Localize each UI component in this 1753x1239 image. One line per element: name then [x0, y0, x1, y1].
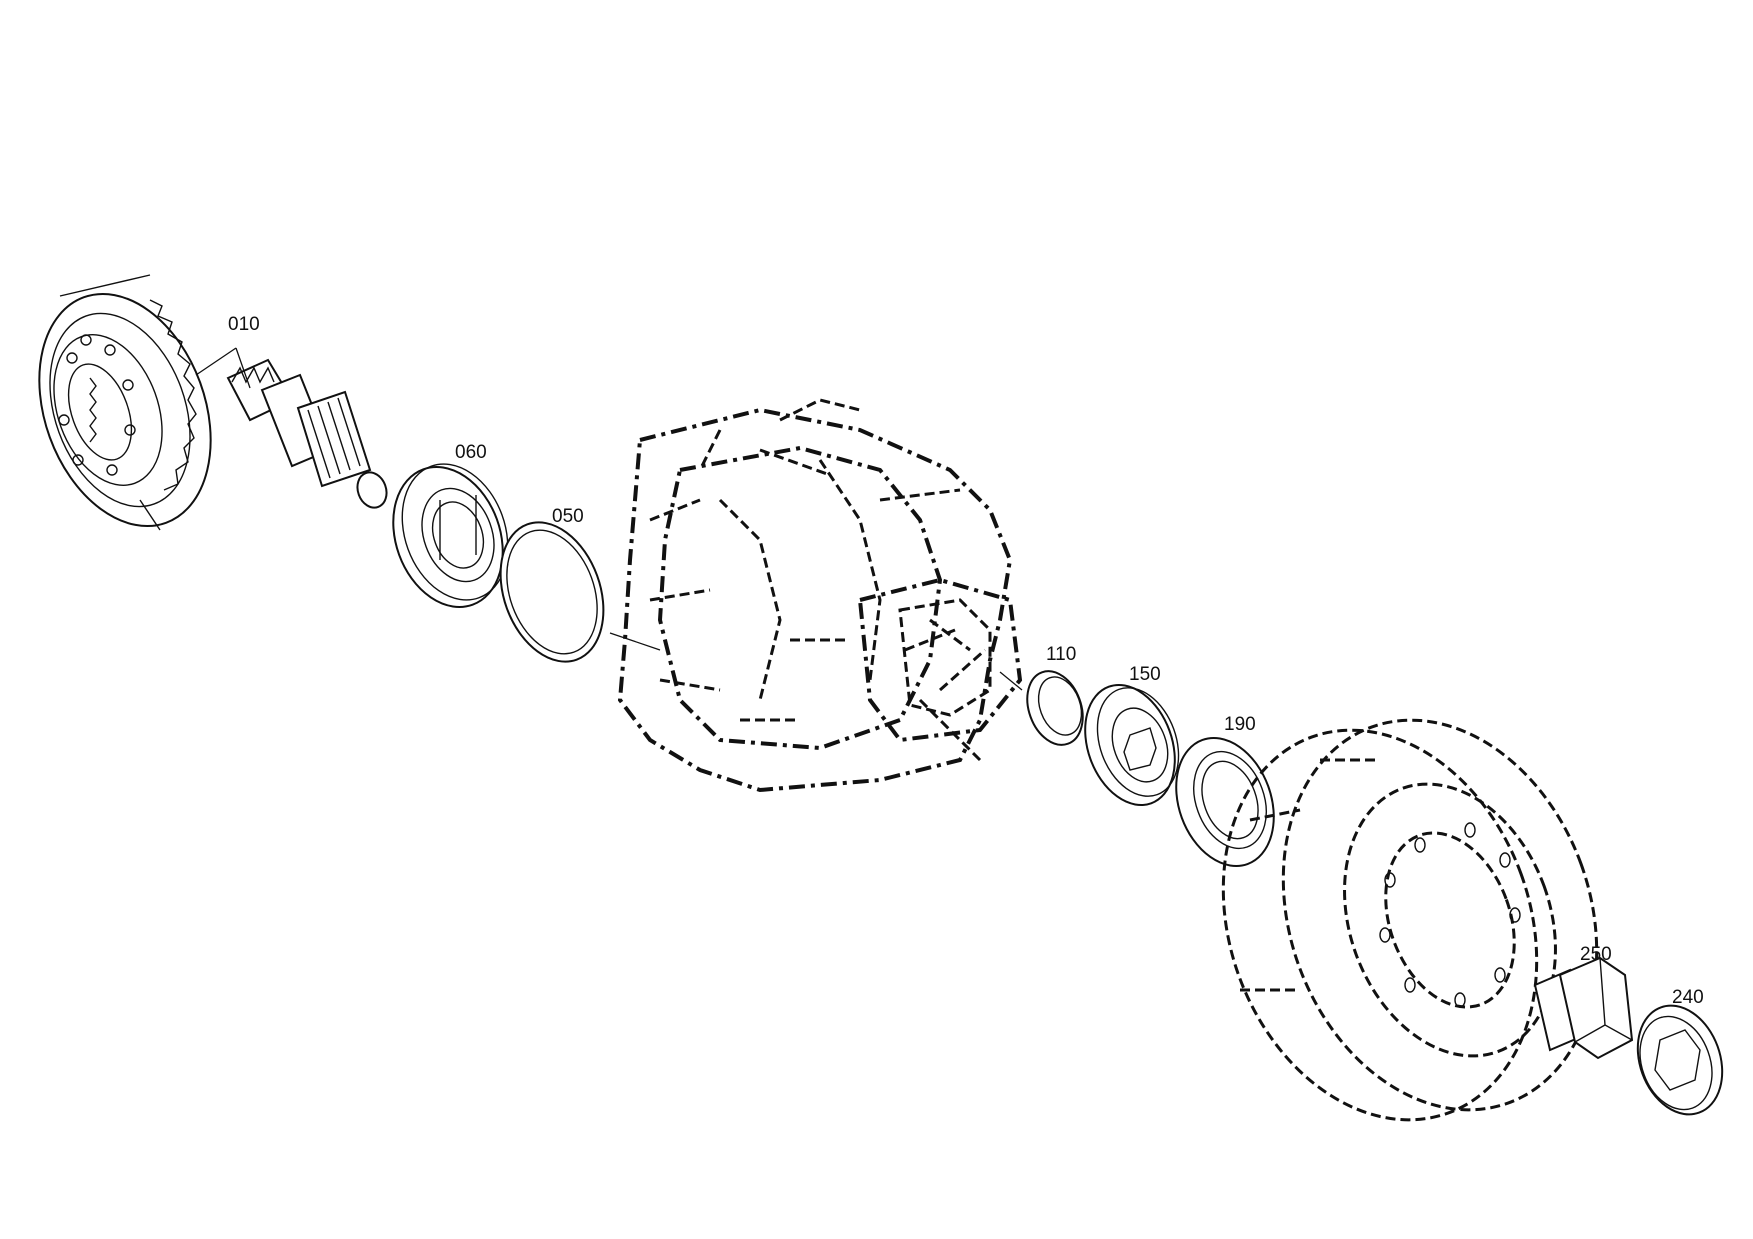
wheel-bolt-250	[1533, 956, 1634, 1060]
shim-ring-050	[499, 521, 605, 663]
callout-060: 060	[455, 442, 487, 463]
callout-150: 150	[1129, 664, 1161, 685]
bearing-150	[1084, 683, 1180, 807]
seal-190	[1175, 737, 1275, 867]
leader-lines	[195, 347, 1023, 691]
callout-010: 010	[228, 314, 260, 335]
callout-110: 110	[1046, 644, 1076, 665]
axle-housing-phantom	[617, 398, 1023, 793]
callout-050: 050	[552, 506, 584, 527]
ring-gear	[38, 274, 212, 531]
wheel-hub-phantom	[1221, 718, 1599, 1122]
bearing-060	[392, 463, 509, 608]
bearing-cup-110	[1026, 670, 1084, 746]
callout-240: 240	[1672, 987, 1704, 1008]
callout-190: 190	[1224, 714, 1256, 735]
cap-240	[1636, 1004, 1724, 1116]
callout-250: 250	[1580, 944, 1612, 965]
pinion-shaft	[226, 358, 388, 509]
